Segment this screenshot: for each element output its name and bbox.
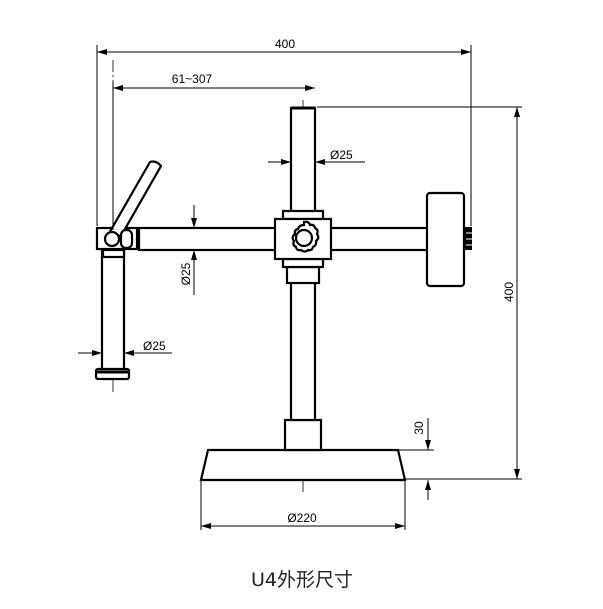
dim-label: Ø220 — [287, 511, 317, 525]
dim-label: Ø25 — [330, 148, 353, 162]
dim-label: 30 — [412, 421, 426, 435]
dim-label: Ø25 — [143, 339, 166, 353]
center-lines — [112, 60, 304, 492]
dim-post-diameter: Ø25 — [268, 148, 365, 165]
base — [199, 418, 407, 482]
dim-arm-range: 61~307 — [112, 72, 315, 230]
dim-label: 400 — [502, 282, 516, 302]
clamp-block — [273, 209, 333, 269]
dim-base-height: 30 — [399, 418, 434, 500]
dim-overall-height: 400 — [317, 106, 522, 480]
dim-overall-width: 400 — [96, 37, 472, 226]
dim-label: 400 — [275, 37, 295, 51]
dim-rod-diameter: Ø25 — [78, 339, 172, 356]
counterweight — [425, 191, 472, 288]
dim-arm-diameter: Ø25 — [179, 205, 197, 295]
left-assembly — [94, 160, 163, 381]
dim-label: 61~307 — [172, 72, 213, 86]
dim-label: Ø25 — [179, 262, 193, 285]
dim-base-diameter: Ø220 — [200, 480, 406, 530]
drawing-title: U4外形尺寸 — [251, 569, 353, 591]
